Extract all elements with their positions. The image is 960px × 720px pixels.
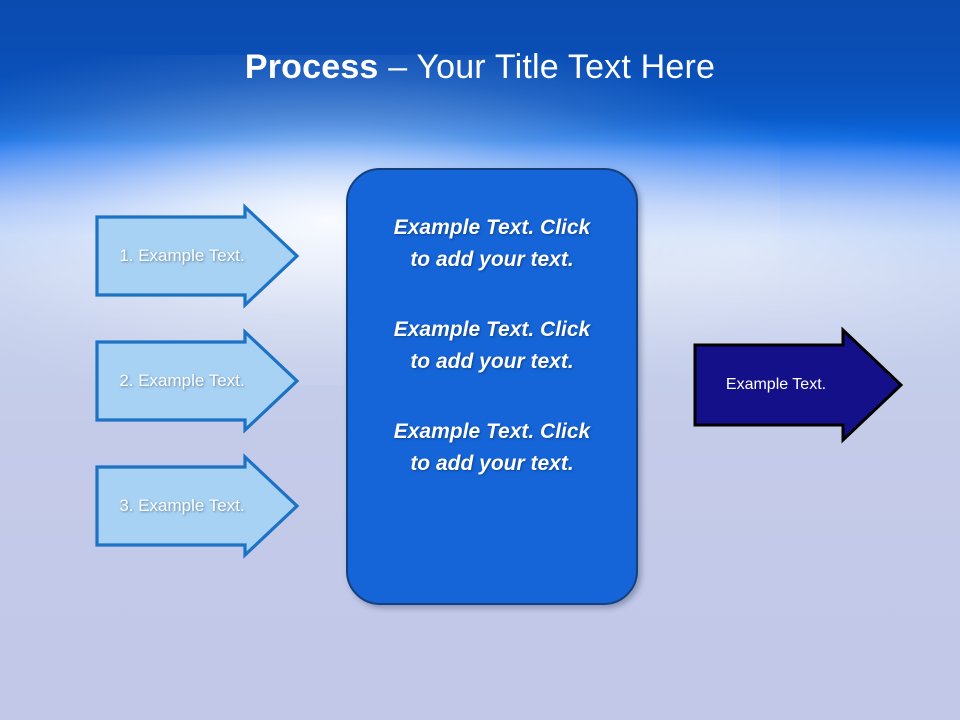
- step-arrow-1[interactable]: 1. Example Text.: [94, 203, 300, 309]
- process-detail-paragraph-1: Example Text. Click to add your text.: [393, 216, 591, 271]
- slide-title-strong: Process: [244, 48, 379, 86]
- process-detail-paragraph-3: Example Text. Click to add your text.: [393, 420, 591, 475]
- step-arrow-3[interactable]: 3. Example Text.: [94, 453, 300, 559]
- slide-title-rest: – Your Title Text Here: [378, 48, 716, 86]
- process-detail-paragraph-2: Example Text. Click to add your text.: [393, 318, 591, 373]
- step-arrow-2[interactable]: 2. Example Text.: [94, 328, 300, 434]
- step-arrow-2-shape: [95, 328, 300, 434]
- slide-title: Process – Your Title Text Here: [0, 46, 960, 88]
- process-detail-box[interactable]: Example Text. Click to add your text. Ex…: [346, 168, 638, 605]
- result-arrow-shape: [693, 326, 904, 444]
- step-arrow-1-shape: [95, 203, 300, 309]
- result-arrow[interactable]: Example Text.: [692, 326, 904, 444]
- step-arrow-3-shape: [95, 453, 300, 559]
